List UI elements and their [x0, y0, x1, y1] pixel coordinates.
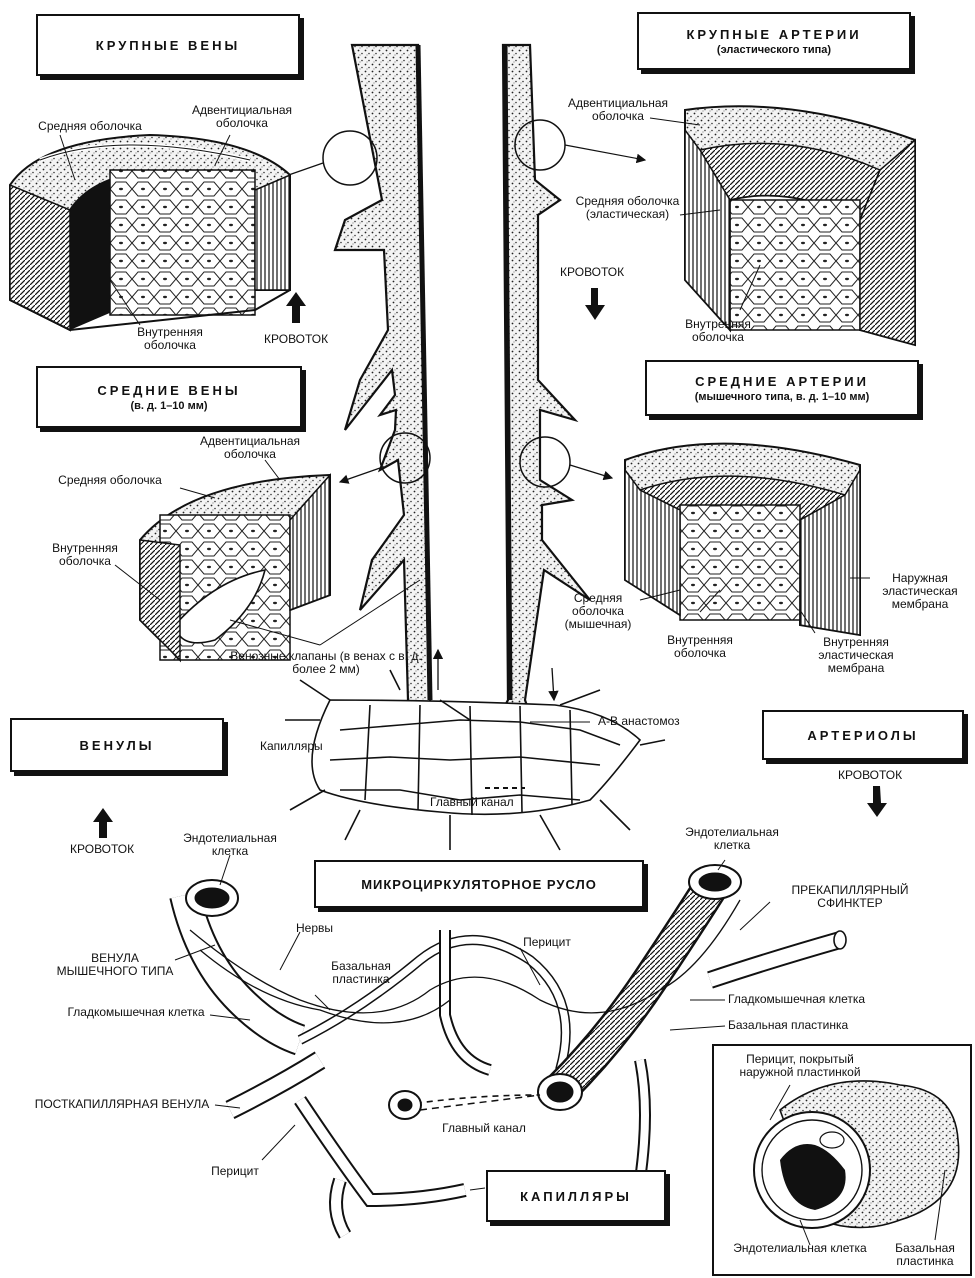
- title-capillaries: КАПИЛЛЯРЫ: [486, 1170, 666, 1222]
- label-mv-intima: Внутренняя оболочка: [30, 542, 140, 568]
- label-main-channel-bottom: Главный канал: [424, 1122, 544, 1135]
- title-large-veins: КРУПНЫЕ ВЕНЫ: [36, 14, 300, 76]
- label-inset-basal: Базальная пластинка: [880, 1242, 970, 1268]
- title-venules-text: ВЕНУЛЫ: [80, 738, 155, 753]
- label-pericyte-bottom: Перицит: [200, 1165, 270, 1178]
- label-valves: Венозные клапаны (в венах с в. д. более …: [226, 650, 426, 676]
- label-ma-internal-elastic: Внутренняя эластическая мембрана: [796, 636, 916, 675]
- title-venules: ВЕНУЛЫ: [10, 718, 224, 772]
- label-main-channel-top: Главный канал: [430, 796, 550, 809]
- label-smooth-muscle-left: Гладкомышечная клетка: [66, 1006, 206, 1019]
- title-arterioles: АРТЕРИОЛЫ: [762, 710, 964, 760]
- large-vein-section: [10, 135, 290, 330]
- flow-large-arteries: КРОВОТОК: [560, 265, 624, 279]
- label-endothelial-right: Эндотелиальная клетка: [672, 826, 792, 852]
- flow-large-veins: КРОВОТОК: [264, 332, 328, 346]
- title-large-arteries-subtitle: (эластического типа): [717, 44, 831, 56]
- title-microcirculation-text: МИКРОЦИРКУЛЯТОРНОЕ РУСЛО: [361, 877, 597, 892]
- label-capillaries-net: Капилляры: [260, 740, 350, 753]
- title-large-veins-text: КРУПНЫЕ ВЕНЫ: [96, 38, 240, 53]
- central-vein-trunk: [335, 45, 437, 720]
- label-inset-endothelial: Эндотелиальная клетка: [730, 1242, 870, 1255]
- medium-artery-section: [625, 444, 860, 635]
- title-large-arteries: КРУПНЫЕ АРТЕРИИ (эластического типа): [637, 12, 911, 70]
- title-medium-veins: СРЕДНИЕ ВЕНЫ (в. д. 1–10 мм): [36, 366, 302, 428]
- label-lv-intima: Внутренняя оболочка: [120, 326, 220, 352]
- title-medium-veins-text: СРЕДНИЕ ВЕНЫ: [97, 383, 240, 398]
- label-pericyte-top: Перицит: [512, 936, 582, 949]
- title-medium-veins-subtitle: (в. д. 1–10 мм): [130, 400, 207, 412]
- label-inset-pericyte: Перицит, покрытый наружной пластинкой: [720, 1053, 880, 1079]
- title-medium-arteries: СРЕДНИЕ АРТЕРИИ (мышечного типа, в. д. 1…: [645, 360, 919, 416]
- label-la-intima: Внутренняя оболочка: [668, 318, 768, 344]
- label-basal-lamina-left: Базальная пластинка: [316, 960, 406, 986]
- title-capillaries-text: КАПИЛЛЯРЫ: [520, 1189, 632, 1204]
- label-ma-external-elastic: Наружная эластическая мембрана: [866, 572, 974, 611]
- label-mv-media: Средняя оболочка: [30, 474, 190, 487]
- label-basal-lamina-right: Базальная пластинка: [728, 1019, 928, 1032]
- label-la-media: Средняя оболочка (эластическая): [570, 195, 685, 221]
- title-medium-arteries-subtitle: (мышечного типа, в. д. 1–10 мм): [695, 391, 870, 403]
- label-ma-media: Средняя оболочка (мышечная): [548, 592, 648, 631]
- label-ma-intima: Внутренняя оболочка: [650, 634, 750, 660]
- title-arterioles-text: АРТЕРИОЛЫ: [807, 728, 918, 743]
- label-muscular-venule: ВЕНУЛА МЫШЕЧНОГО ТИПА: [50, 952, 180, 978]
- title-medium-arteries-text: СРЕДНИЕ АРТЕРИИ: [695, 374, 869, 389]
- label-endothelial-left: Эндотелиальная клетка: [170, 832, 290, 858]
- label-la-adventitia: Адвентициальная оболочка: [548, 97, 688, 123]
- label-precapillary-sphincter: ПРЕКАПИЛЛЯРНЫЙ СФИНКТЕР: [770, 884, 930, 910]
- label-mv-adventitia: Адвентициальная оболочка: [180, 435, 320, 461]
- title-microcirculation: МИКРОЦИРКУЛЯТОРНОЕ РУСЛО: [314, 860, 644, 908]
- title-large-arteries-text: КРУПНЫЕ АРТЕРИИ: [686, 27, 861, 42]
- label-lv-media: Средняя оболочка: [10, 120, 170, 133]
- label-nerves: Нервы: [296, 922, 356, 935]
- capillary-network: [285, 670, 665, 850]
- label-smooth-muscle-right: Гладкомышечная клетка: [728, 993, 928, 1006]
- label-postcapillary-venule: ПОСТКАПИЛЛЯРНАЯ ВЕНУЛА: [22, 1098, 222, 1111]
- flow-arterioles: КРОВОТОК: [838, 768, 902, 782]
- label-av-anastomosis: А-В анастомоз: [598, 715, 738, 728]
- label-lv-adventitia: Адвентициальная оболочка: [172, 104, 312, 130]
- large-artery-section: [685, 106, 915, 345]
- flow-venules: КРОВОТОК: [70, 842, 134, 856]
- medium-vein-section: [140, 475, 330, 660]
